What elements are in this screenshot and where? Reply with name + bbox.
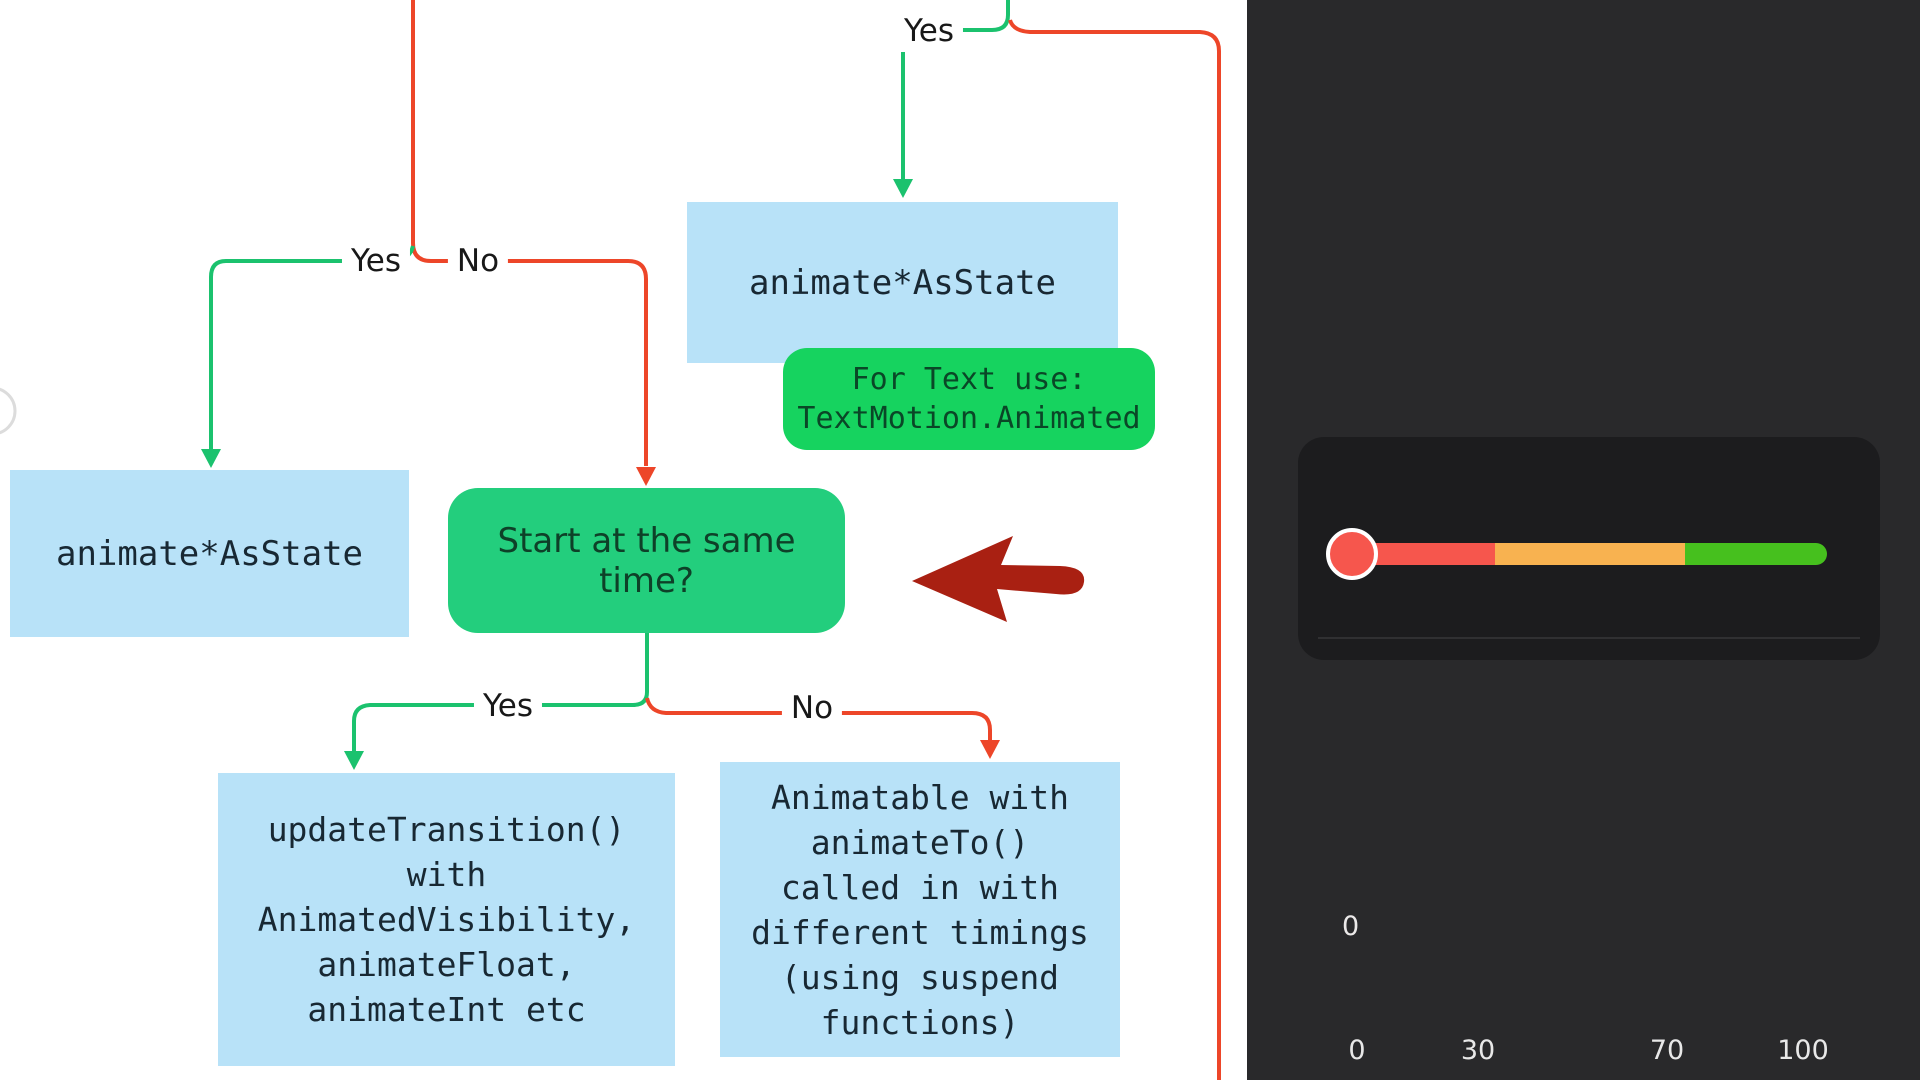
node-top-animate-as-state: animate*AsState [687,202,1118,363]
flowchart-edges [0,0,1221,1080]
node-text-motion-note: For Text use: TextMotion.Animated [783,348,1155,450]
arrowhead-down-icon [636,467,656,486]
edge-top-no-line [1008,19,1221,1080]
hand-drawn-arrow-icon [912,536,1085,622]
node-question-same-time: Start at the same time? [448,488,845,633]
node-update-transition: updateTransition() with AnimatedVisibili… [218,773,675,1066]
node-animatable: Animatable with animateTo() called in wi… [720,762,1120,1057]
slider-segment-mid [1494,543,1685,565]
slider-value-label: 0 [1342,911,1360,942]
demo-panel: 0 0 30 70 100 [1247,0,1920,1080]
edge-label-mid-no: No [447,243,509,279]
flowchart-region: animate*AsState For Text use: TextMotion… [0,0,1221,1080]
slider-tick-100: 100 [1777,1035,1829,1066]
arrowhead-down-icon [201,449,221,468]
slider-thumb[interactable] [1326,528,1378,580]
cropped-node-edge [0,387,17,435]
node-left-animate-as-state: animate*AsState [10,470,409,637]
slider-tick-0: 0 [1348,1035,1366,1066]
edge-label-bottom-no: No [781,690,843,726]
arrowhead-down-icon [893,179,913,198]
edge-mid-no-line [411,0,648,466]
card-divider [1318,637,1860,639]
slider-card: 0 0 30 70 100 [1298,437,1880,1066]
edge-top-yes-line [958,0,1010,32]
edge-label-bottom-yes: Yes [473,688,543,724]
edge-label-top-yes: Yes [894,13,964,49]
edge-bottom-no-line [645,697,992,740]
slider-track[interactable] [1352,543,1827,565]
slider-segment-high [1684,543,1827,565]
arrowhead-down-icon [344,751,364,770]
slider-tick-70: 70 [1649,1035,1685,1066]
slider-segment-low [1352,543,1495,565]
slider-tick-30: 30 [1460,1035,1496,1066]
arrowhead-down-icon [980,740,1000,759]
edge-label-mid-yes: Yes [341,243,411,279]
